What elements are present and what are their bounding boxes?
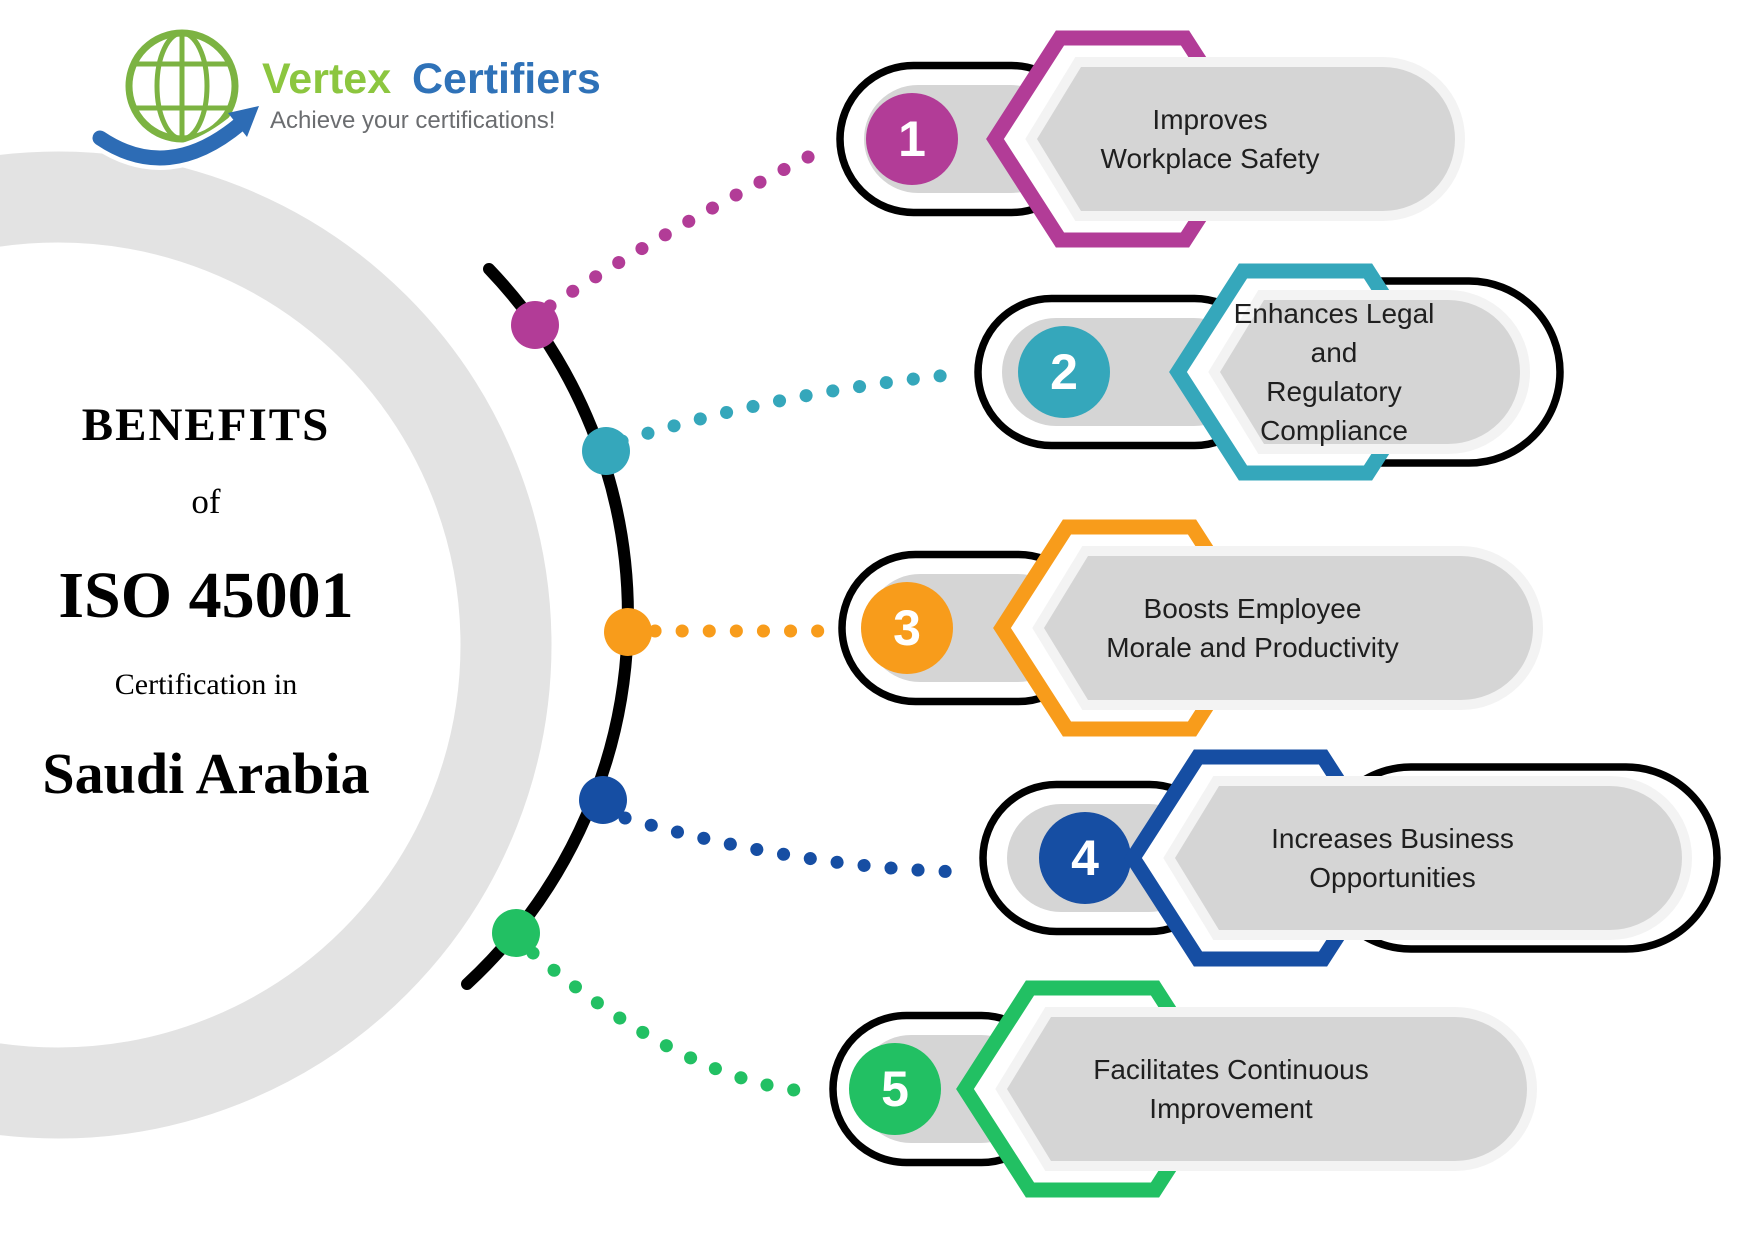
number-circle — [1018, 326, 1110, 418]
globe-icon — [125, 29, 239, 143]
number-circle — [849, 1043, 941, 1135]
spine-node-dot — [582, 427, 630, 475]
number-circle — [1039, 812, 1131, 904]
benefit-row — [979, 749, 1721, 967]
logo: Vertex Certifiers Achieve your certifica… — [92, 29, 601, 170]
rows-layer — [829, 30, 1721, 1198]
spine-node-dot — [604, 608, 652, 656]
benefit-panel — [1032, 546, 1543, 710]
benefit-panel — [1163, 776, 1692, 940]
benefit-text-line: Regulatory Compliance — [1260, 376, 1408, 446]
benefit-row — [838, 519, 1543, 737]
spine-node-dot — [579, 776, 627, 824]
dotted-connector — [615, 367, 965, 448]
benefit-number: 2 — [1050, 344, 1078, 400]
benefit-text-line: Enhances Legal and — [1233, 298, 1435, 368]
benefit-text-line: Morale and Productivity — [1106, 632, 1399, 663]
benefit-row — [829, 980, 1537, 1198]
dotted-connector — [526, 946, 822, 1099]
dotted-connector — [618, 811, 970, 879]
brand-word-1: Vertex — [262, 55, 391, 103]
benefit-text-line: Improvement — [1149, 1093, 1313, 1124]
connector-layer — [492, 145, 970, 1099]
number-circle — [866, 93, 958, 185]
benefit-text-line: Opportunities — [1309, 862, 1476, 893]
dotted-connector — [543, 145, 825, 313]
benefit-text-line: Boosts Employee — [1143, 593, 1362, 624]
arrow-swoosh-icon — [92, 106, 259, 170]
spine-node-dot — [511, 301, 559, 349]
benefit-text-line: Workplace Safety — [1100, 143, 1320, 174]
benefit-panel — [1208, 290, 1530, 454]
benefit-panel — [1025, 57, 1465, 221]
brand-word-2: Certifiers — [412, 55, 601, 103]
ring-graphic — [0, 151, 552, 1139]
benefit-number: 5 — [881, 1061, 909, 1117]
benefit-number: 3 — [893, 600, 921, 656]
benefit-text-line: Increases Business — [1271, 823, 1514, 854]
benefit-panel — [995, 1007, 1537, 1171]
benefit-text-line: Improves — [1152, 104, 1268, 135]
benefit-row — [974, 263, 1564, 481]
spine-node-dot — [492, 909, 540, 957]
benefit-number: 1 — [898, 111, 926, 167]
benefit-text-line: Facilitates Continuous — [1093, 1054, 1369, 1085]
brand-tagline: Achieve your certifications! — [270, 107, 555, 134]
benefit-number: 4 — [1071, 830, 1099, 886]
benefit-row — [836, 30, 1465, 248]
number-circle — [861, 582, 953, 674]
